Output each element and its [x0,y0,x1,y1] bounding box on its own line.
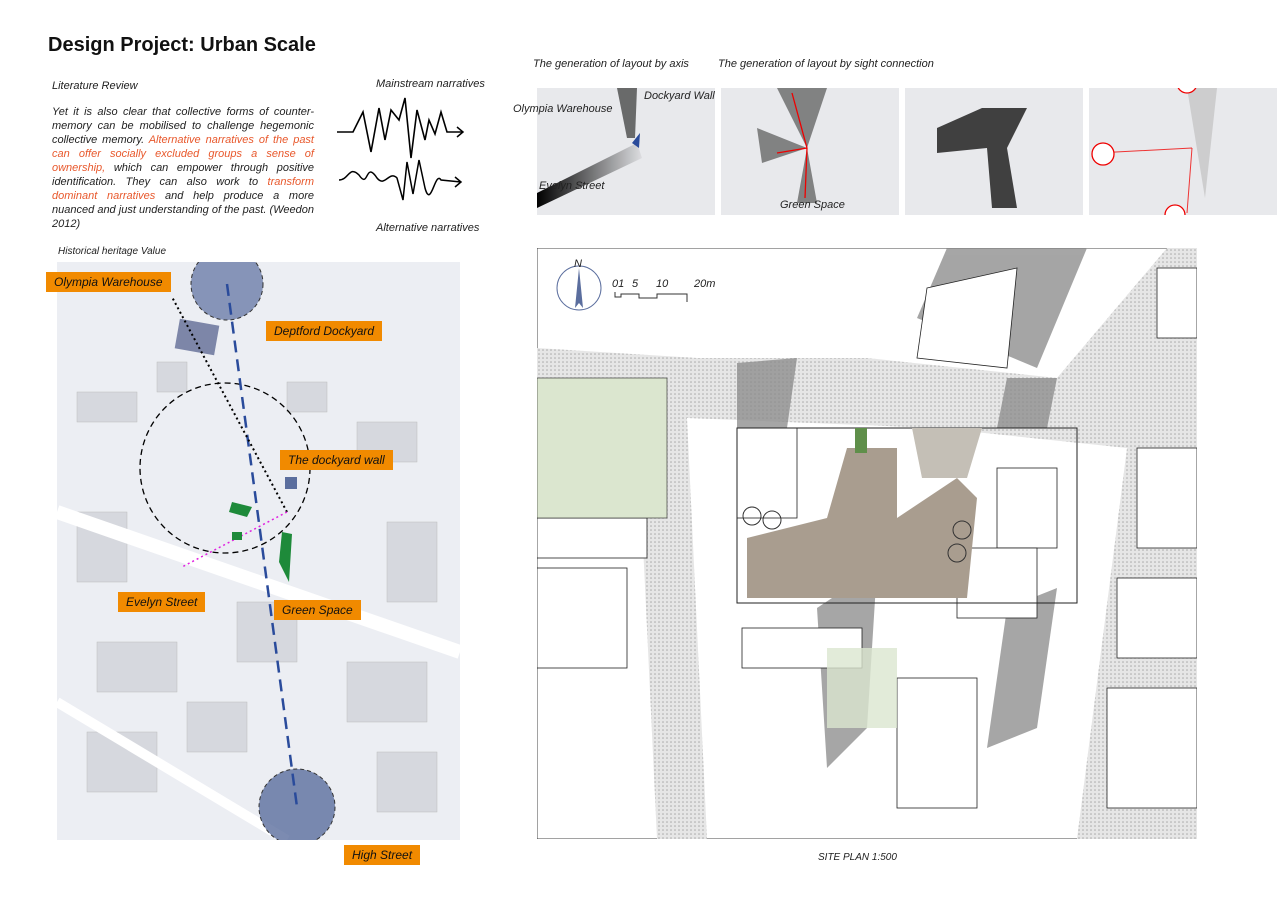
text: Yet it is also clear that collective for… [52,106,314,146]
heritage-map [57,262,460,840]
site-plan [537,248,1197,839]
sight-title: The generation of layout by sight connec… [718,58,934,70]
label-olympia: Olympia Warehouse [513,103,613,115]
mainstream-label: Mainstream narratives [376,78,485,90]
north-label: N [574,258,582,270]
alternative-label: Alternative narratives [376,222,480,234]
label-green: Green Space [780,199,845,211]
tag-evelyn-street: Evelyn Street [118,592,206,612]
label-dockyard: Dockyard Wall [644,90,715,102]
text: and help produce a more nuanced and just… [52,190,314,230]
heritage-heading: Historical heritage Value [58,246,167,257]
site-plan-caption: SITE PLAN 1:500 [818,852,897,863]
tag-olympia-warehouse: Olympia Warehouse [46,272,171,292]
scale-tick: 01 [612,278,625,290]
literature-heading: Literature Review [52,80,138,92]
label-evelyn: Evelyn Street [539,180,605,192]
page-title: Design Project: Urban Scale [48,34,316,56]
tag-green-space: Green Space [274,600,361,620]
text: which can empower through positive ident… [52,162,314,188]
scale-tick: 10 [656,278,669,290]
layout-diagrams [537,88,1277,215]
narrative-sketch [337,97,465,201]
highlight-text: transform dominant narratives [52,176,314,202]
scale-tick: 20m [694,278,716,290]
tag-dockyard-wall: The dockyard wall [280,450,393,470]
literature-text: Yet it is also clear that collective for… [52,105,314,231]
tag-deptford-dockyard: Deptford Dockyard [266,321,383,341]
axis-title: The generation of layout by axis [533,58,689,70]
tag-high-street: High Street [344,845,421,865]
scale-tick: 5 [632,278,639,290]
highlight-text: Alternative narratives of the past can o… [52,134,314,174]
